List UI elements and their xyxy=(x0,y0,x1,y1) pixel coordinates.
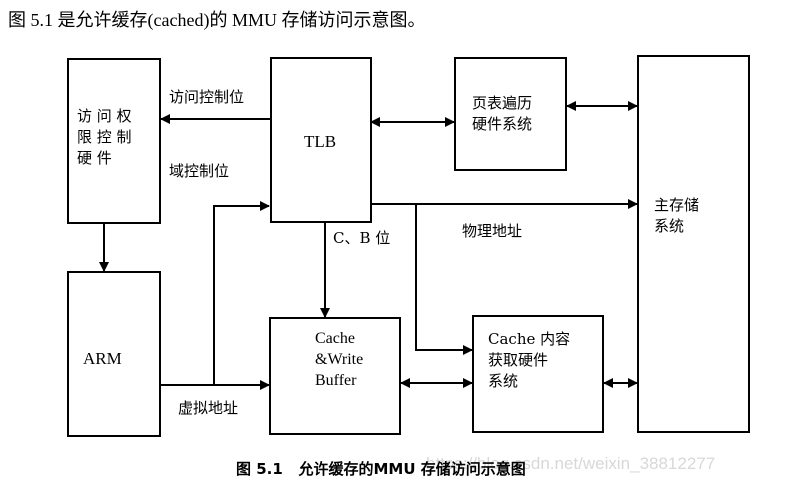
main-storage-label: 主存储 系统 xyxy=(654,196,700,235)
arrow-virtual-to-tlb xyxy=(213,201,270,385)
arrow-physical-to-fetch xyxy=(415,204,473,355)
access-control-hardware-label: 访 问 权 限 控 制 硬 件 xyxy=(77,107,132,167)
physical-address-label: 物理地址 xyxy=(462,222,523,240)
access-control-hardware-box: 访 问 权 限 控 制 硬 件 xyxy=(67,58,161,224)
figure-caption: 图 5.1 允许缓存的MMU 存储访问示意图 xyxy=(236,460,526,478)
virtual-address-label: 虚拟地址 xyxy=(178,399,239,417)
cache-write-buffer-box: Cache &Write Buffer xyxy=(269,317,401,435)
page-table-walk-box: 页表遍历 硬件系统 xyxy=(454,57,567,171)
access-control-bits-label: 访问控制位 xyxy=(169,88,245,106)
arm-label: ARM xyxy=(83,349,122,368)
cache-fetch-box: Cache 内容 获取硬件 系统 xyxy=(472,315,604,433)
domain-control-bits-label: 域控制位 xyxy=(169,162,230,180)
watermark: https://blog.csdn.net/weixin_38812277 xyxy=(426,454,716,473)
tlb-label: TLB xyxy=(304,132,337,151)
cb-bits-label: C、B 位 xyxy=(333,229,391,247)
cache-write-buffer-label: Cache &Write Buffer xyxy=(315,330,364,389)
intro-text: 图 5.1 是允许缓存(cached)的 MMU 存储访问示意图。 xyxy=(8,10,426,30)
main-storage-box: 主存储 系统 xyxy=(637,55,750,433)
arm-box: ARM xyxy=(67,271,161,437)
cache-fetch-label: Cache 内容 获取硬件 系统 xyxy=(488,330,571,390)
page-table-walk-label: 页表遍历 硬件系统 xyxy=(472,94,533,133)
tlb-box: TLB xyxy=(270,57,372,223)
